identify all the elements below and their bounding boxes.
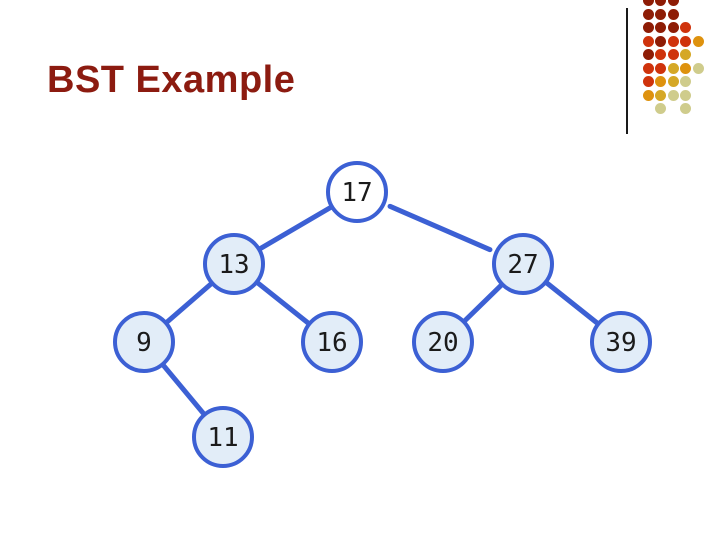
slide-title: BST Example (47, 59, 296, 101)
tree-edge-17-27 (387, 203, 493, 253)
tree-node-label: 27 (507, 250, 538, 280)
tree-node-circle (203, 233, 265, 295)
tree-node-label: 17 (341, 178, 372, 208)
deco-dot (667, 8, 679, 20)
deco-dot (642, 76, 654, 87)
deco-dot (642, 8, 654, 20)
tree-node-11: 11 (192, 406, 254, 468)
deco-dot (680, 62, 691, 74)
tree-node-20: 20 (412, 311, 474, 373)
deco-dot (680, 35, 691, 47)
tree-node-circle (113, 311, 175, 373)
deco-dot (655, 76, 666, 87)
tree-node-label: 13 (218, 250, 249, 280)
deco-dot (667, 35, 679, 47)
deco-dot (642, 35, 654, 47)
tree-node-17: 17 (326, 161, 388, 223)
deco-dot (642, 89, 654, 101)
deco-dot (655, 0, 666, 6)
tree-node-9: 9 (113, 311, 175, 373)
tree-node-circle (590, 311, 652, 373)
deco-dot (642, 49, 654, 60)
decoration-vertical-line (626, 8, 628, 134)
tree-node-circle (326, 161, 388, 223)
deco-dot (655, 89, 666, 101)
tree-node-13: 13 (203, 233, 265, 295)
tree-node-label: 20 (427, 328, 458, 358)
deco-dot (667, 89, 679, 101)
deco-dot (667, 76, 679, 87)
deco-dot (642, 62, 654, 74)
deco-dot (680, 76, 691, 87)
deco-dot (667, 62, 679, 74)
deco-dot (655, 22, 666, 33)
tree-node-circle (301, 311, 363, 373)
deco-dot (642, 22, 654, 33)
deco-dot (655, 49, 666, 60)
deco-dot (692, 35, 704, 47)
tree-node-circle (192, 406, 254, 468)
tree-node-label: 16 (316, 328, 347, 358)
deco-dot (655, 35, 666, 47)
tree-node-label: 11 (207, 423, 238, 453)
deco-dot (655, 103, 666, 114)
tree-node-39: 39 (590, 311, 652, 373)
tree-node-label: 9 (136, 328, 152, 358)
tree-node-27: 27 (492, 233, 554, 295)
deco-dot (655, 62, 666, 74)
deco-dot (667, 22, 679, 33)
deco-dot (667, 49, 679, 60)
deco-dot (655, 8, 666, 20)
tree-node-label: 39 (605, 328, 636, 358)
deco-dot (680, 22, 691, 33)
tree-node-16: 16 (301, 311, 363, 373)
tree-node-circle (412, 311, 474, 373)
tree-node-circle (492, 233, 554, 295)
deco-dot (680, 103, 691, 114)
deco-dot (692, 62, 704, 74)
deco-dot (667, 0, 679, 6)
deco-dot (680, 49, 691, 60)
deco-dot (680, 89, 691, 101)
deco-dot (642, 0, 654, 6)
